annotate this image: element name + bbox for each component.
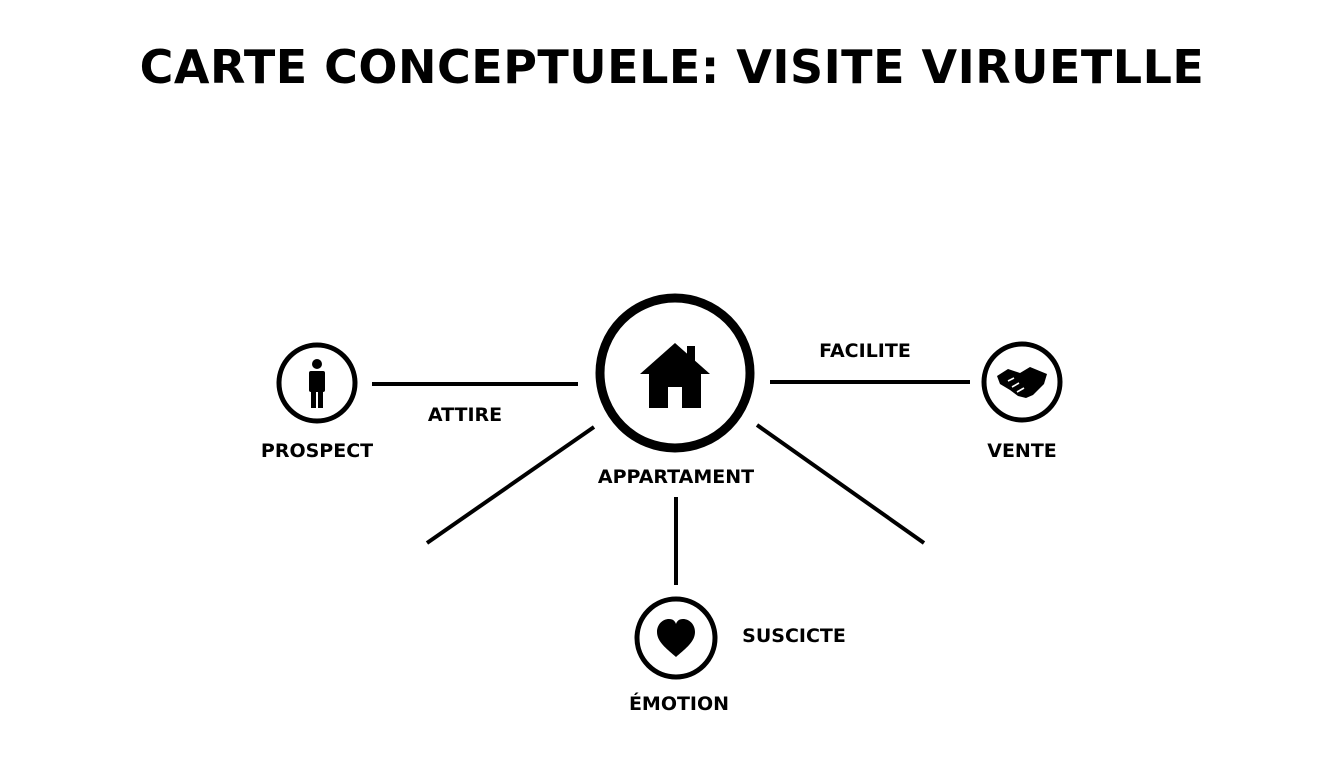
node-vente-label: VENTE [987,440,1057,462]
person-icon [309,359,325,408]
heart-icon [657,619,695,657]
node-vente [981,341,1063,423]
node-appartament [595,293,755,453]
node-prospect [276,342,358,424]
edge-left-branch-line [425,425,596,545]
handshake-icon [997,367,1047,398]
node-emotion [634,596,718,680]
node-appartament-label: APPARTAMENT [597,466,755,488]
edge-suscicte-label: SUSCICTE [742,625,846,647]
node-emotion-label: ÉMOTION [628,693,730,715]
edge-right-branch-line [755,423,926,545]
edge-attire-label: ATTIRE [427,404,503,426]
page-title: CARTE CONCEPTUELE: VISITE VIRUETLLE [139,40,1205,94]
node-prospect-label: PROSPECT [260,440,374,462]
edge-facilite-label: FACILITE [819,340,911,362]
house-icon [640,343,710,408]
